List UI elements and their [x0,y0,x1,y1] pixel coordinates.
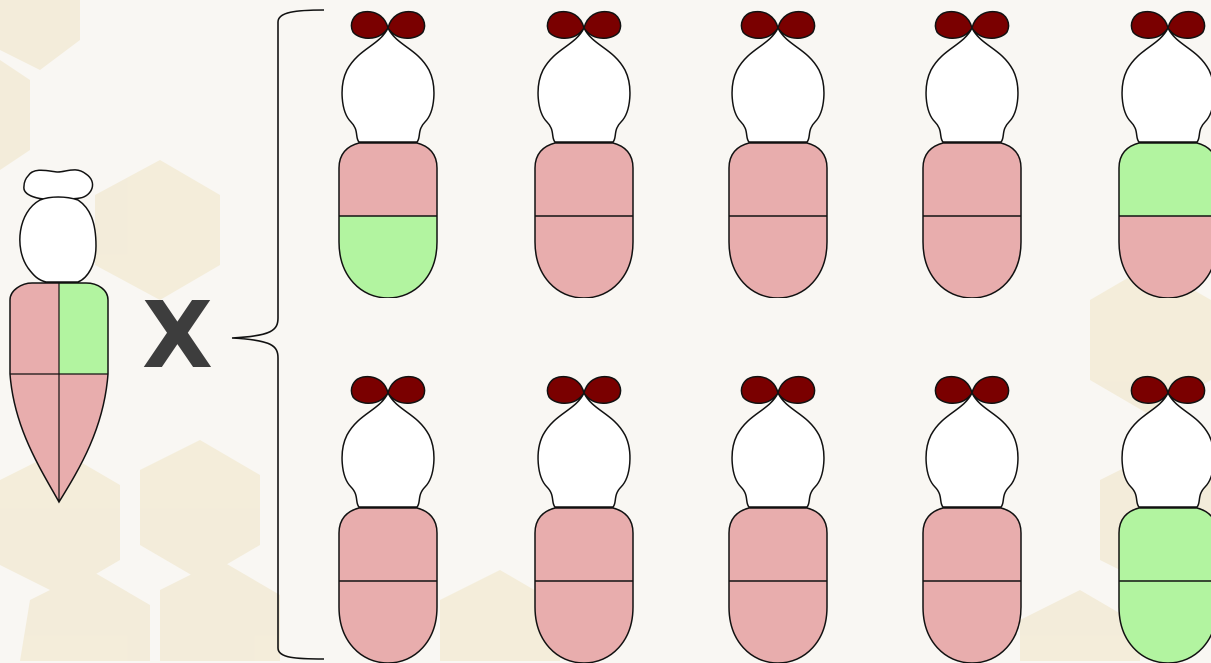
offspring-fly-10 [1113,373,1211,663]
queen-segment-upper-left [10,283,59,374]
eye-right [778,12,815,39]
thorax [342,393,434,507]
eye-left [935,12,972,39]
eye-left [351,377,388,404]
queen-head [24,170,93,199]
queen-segment-lower-right [59,374,108,502]
thorax [342,28,434,142]
offspring-fly-7 [529,373,639,663]
abdomen-segment-upper [339,143,437,216]
abdomen-segment-lower [339,581,437,663]
abdomen-segment-lower [535,581,633,663]
abdomen-segment-upper [729,508,827,581]
eye-right [972,377,1009,404]
offspring-fly-9 [917,373,1027,663]
eye-right [972,12,1009,39]
abdomen-segment-upper [535,508,633,581]
abdomen-segment-upper [535,143,633,216]
abdomen-segment-upper [729,143,827,216]
eye-right [1168,377,1205,404]
eye-right [584,377,621,404]
eye-left [935,377,972,404]
eye-left [547,377,584,404]
eye-left [1131,377,1168,404]
offspring-fly-1 [333,8,443,298]
thorax [538,28,630,142]
parent-queen [0,168,120,508]
thorax [732,28,824,142]
thorax [538,393,630,507]
abdomen-segment-lower [1119,216,1211,298]
abdomen-segment-lower [923,581,1021,663]
thorax [732,393,824,507]
offspring-fly-5 [1113,8,1211,298]
abdomen-segment-lower [1119,581,1211,663]
eye-left [351,12,388,39]
abdomen-segment-lower [923,216,1021,298]
eye-left [741,12,778,39]
thorax [1122,28,1211,142]
offspring-brace [226,8,336,661]
abdomen-segment-upper [1119,508,1211,581]
abdomen-segment-lower [729,216,827,298]
eye-right [388,377,425,404]
eye-right [1168,12,1205,39]
offspring-fly-2 [529,8,639,298]
thorax [1122,393,1211,507]
offspring-fly-6 [333,373,443,663]
abdomen-segment-upper [339,508,437,581]
abdomen-segment-upper [1119,143,1211,216]
cross-symbol: X [142,286,212,386]
queen-thorax [20,197,96,282]
eye-right [778,377,815,404]
thorax [926,28,1018,142]
eye-right [388,12,425,39]
offspring-fly-3 [723,8,833,298]
eye-right [584,12,621,39]
offspring-fly-4 [917,8,1027,298]
abdomen-segment-upper [923,143,1021,216]
queen-segment-lower-left [10,374,59,502]
queen-segment-upper-right [59,283,108,374]
thorax [926,393,1018,507]
abdomen-segment-lower [339,216,437,298]
eye-left [547,12,584,39]
eye-left [741,377,778,404]
abdomen-segment-lower [729,581,827,663]
eye-left [1131,12,1168,39]
abdomen-segment-upper [923,508,1021,581]
abdomen-segment-lower [535,216,633,298]
offspring-fly-8 [723,373,833,663]
